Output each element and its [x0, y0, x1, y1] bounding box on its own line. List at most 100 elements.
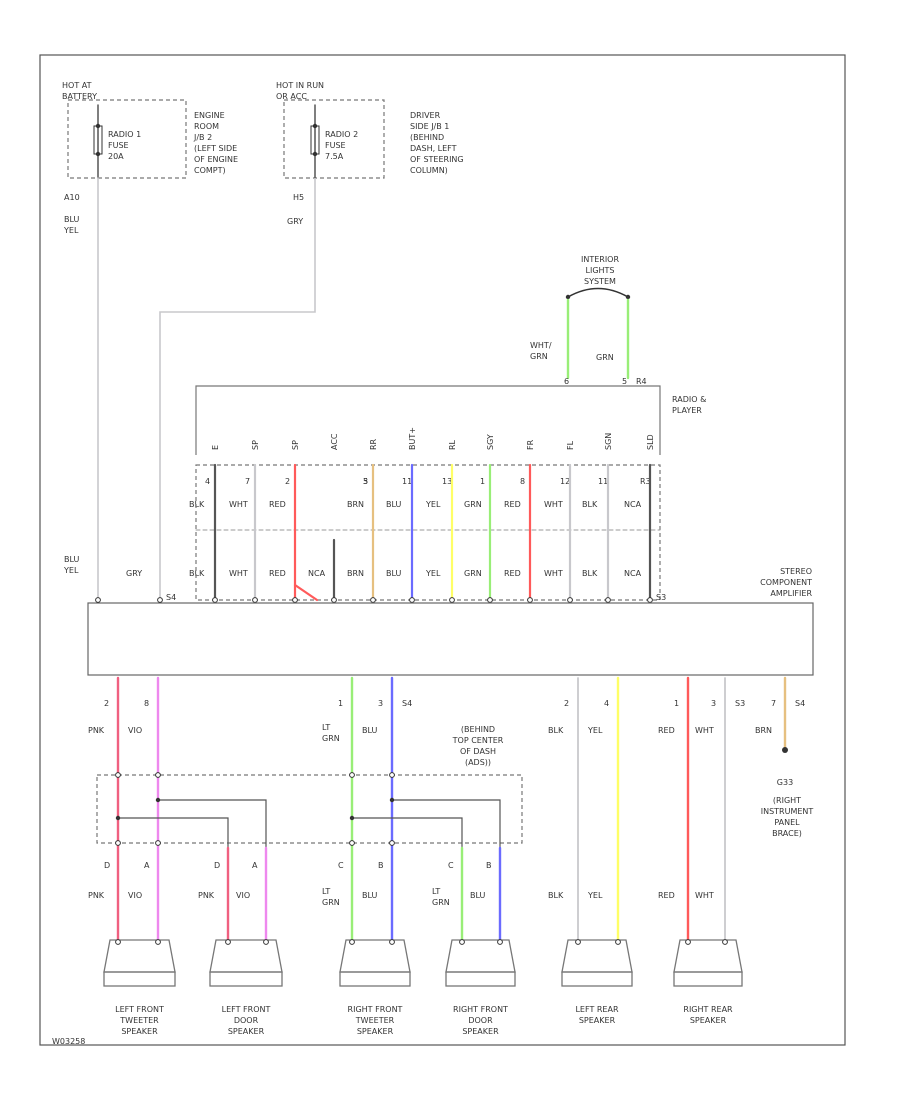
- radio-pin-name: ACC: [330, 433, 339, 450]
- speaker-name: DOOR: [468, 1016, 493, 1025]
- speaker-pin-label: A: [252, 861, 258, 870]
- ground-point: [782, 747, 788, 753]
- wire1-color-label: YEL: [63, 226, 79, 235]
- radio-pin-number: 5: [363, 477, 368, 486]
- speaker-base: [209, 971, 283, 987]
- output-color-label: BLU: [362, 726, 378, 735]
- output-junction-box: [96, 774, 523, 844]
- amp-wire-color: NCA: [308, 569, 326, 578]
- speaker-color-label: VIO: [236, 891, 250, 900]
- speaker-name: TWEETER: [355, 1016, 395, 1025]
- amp-pin: [647, 597, 653, 603]
- speaker-pin: [459, 939, 465, 945]
- output-pin-number: 7: [771, 699, 776, 708]
- hot-in-run-label: OR ACC: [276, 92, 307, 101]
- speaker-color-label: VIO: [128, 891, 142, 900]
- ground-location-label: (RIGHT: [773, 796, 801, 805]
- radio-wire-jog: [293, 583, 319, 602]
- splice-dot: [389, 797, 395, 803]
- speaker-icon: [673, 939, 743, 973]
- speaker-icon: [339, 939, 411, 973]
- radio-wire-color: BLU: [386, 500, 402, 509]
- speaker-base: [561, 971, 633, 987]
- stereo-amplifier-box: [87, 602, 814, 676]
- output-pin-number: 3: [378, 699, 383, 708]
- amplifier-label: COMPONENT: [760, 578, 812, 587]
- fuse2-location-label: OF STEERING: [410, 155, 464, 164]
- radio-wire-color: BRN: [347, 500, 364, 509]
- splice-dot: [115, 815, 121, 821]
- junction-location-label: (BEHIND: [461, 725, 495, 734]
- radio-player-label: RADIO &: [672, 395, 706, 404]
- output-color-label: GRN: [322, 734, 340, 743]
- radio-pin-number: 8: [520, 477, 525, 486]
- amp-wire-color: WHT: [544, 569, 563, 578]
- speaker-name: RIGHT FRONT: [348, 1005, 403, 1014]
- hot-at-battery-label: HOT AT: [62, 81, 92, 90]
- fuse1-location-label: OF ENGINE: [194, 155, 238, 164]
- speaker-pin-label: C: [448, 861, 454, 870]
- junction-pin: [155, 840, 161, 846]
- amp-pin: [449, 597, 455, 603]
- speaker-color-label: WHT: [695, 891, 714, 900]
- interior-lights-right-color: GRN: [596, 353, 614, 362]
- amp-wire-color: WHT: [229, 569, 248, 578]
- speaker-name: SPEAKER: [462, 1027, 499, 1036]
- ground-location-label: INSTRUMENT: [761, 807, 814, 816]
- output-connector: S3: [735, 699, 745, 708]
- output-color-label: YEL: [587, 726, 603, 735]
- speaker-name: RIGHT REAR: [683, 1005, 733, 1014]
- speaker-pin: [389, 939, 395, 945]
- output-color-label: VIO: [128, 726, 142, 735]
- radio-pin-number: 11: [402, 477, 412, 486]
- speaker-pin-label: B: [378, 861, 384, 870]
- radio-pin-name: FL: [566, 440, 575, 450]
- speaker-base: [445, 971, 516, 987]
- amp-connector-label: S3: [656, 593, 666, 602]
- fuse2-label: 7.5A: [325, 152, 344, 161]
- radio-wire-color: RED: [504, 500, 521, 509]
- fuse2-location-label: SIDE J/B 1: [410, 122, 449, 131]
- amp-pin: [212, 597, 218, 603]
- junction-pin: [389, 772, 395, 778]
- wire1-connector: A10: [64, 193, 80, 202]
- speaker-2: [209, 939, 283, 987]
- output-pin-number: 2: [564, 699, 569, 708]
- fuse2-pin: [312, 151, 318, 157]
- output-color-label: LT: [322, 723, 330, 732]
- radio-pin-name: SP: [251, 440, 260, 450]
- speaker-1: [103, 939, 176, 987]
- speaker-name: RIGHT FRONT: [453, 1005, 508, 1014]
- amp-pin: [370, 597, 376, 603]
- junction-pin: [389, 840, 395, 846]
- interior-lights-left-color: GRN: [530, 352, 548, 361]
- radio-pin-number: 4: [205, 477, 210, 486]
- radio-wire-color: RED: [269, 500, 286, 509]
- diagram-code: W03258: [52, 1037, 85, 1046]
- speaker-icon: [103, 939, 176, 973]
- speaker-6: [673, 939, 743, 987]
- speaker-color-label: LT: [322, 887, 330, 896]
- amp-pin: [567, 597, 573, 603]
- fuse1-pin: [95, 123, 101, 129]
- pin-label: 6: [564, 377, 569, 386]
- fuse2-location-label: DASH, LEFT: [410, 144, 457, 153]
- speaker-name: SPEAKER: [690, 1016, 727, 1025]
- interior-lights-pin: [565, 294, 571, 300]
- amp-pin: [331, 597, 337, 603]
- amp-wire-color: RED: [504, 569, 521, 578]
- interior-lights-label: LIGHTS: [586, 266, 615, 275]
- output-color-label: BLK: [548, 726, 564, 735]
- speaker-name: SPEAKER: [579, 1016, 616, 1025]
- splice-dot: [349, 815, 355, 821]
- speaker-base: [339, 971, 411, 987]
- fuse2-location-label: (BEHIND: [410, 133, 444, 142]
- radio-player-box: [195, 385, 661, 455]
- fuse1-location-label: ROOM: [194, 122, 219, 131]
- radio-pin-name: E: [211, 445, 220, 450]
- amp-left-color: BLU: [64, 555, 80, 564]
- speaker-color-label: PNK: [88, 891, 105, 900]
- junction-location-label: TOP CENTER: [452, 736, 504, 745]
- speaker-pin: [263, 939, 269, 945]
- ground-id: G33: [777, 778, 793, 787]
